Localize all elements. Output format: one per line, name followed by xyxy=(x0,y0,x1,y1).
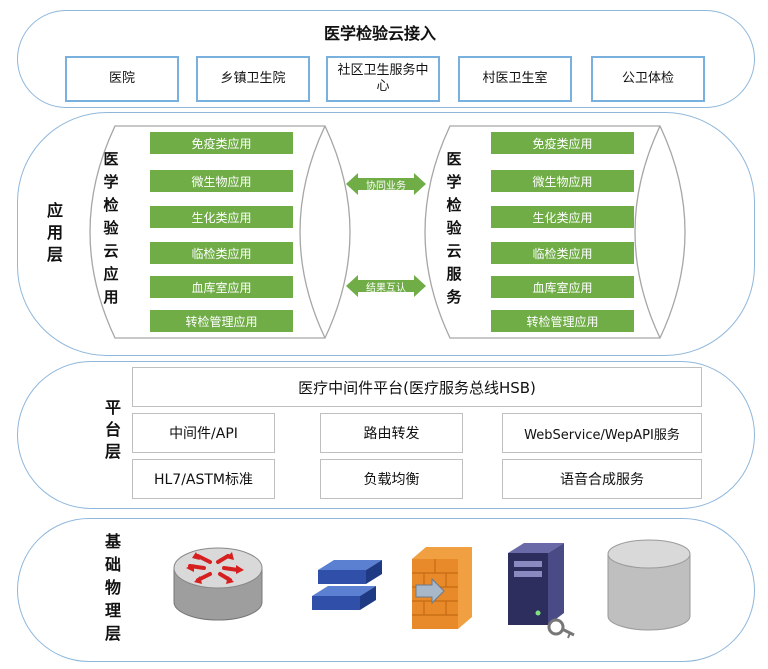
access-box-village: 村医卫生室 xyxy=(458,56,572,102)
access-box-public-health: 公卫体检 xyxy=(591,56,705,102)
server-icon xyxy=(508,543,575,639)
right-app-transfer: 转检管理应用 xyxy=(491,310,634,332)
right-app-immunity: 免疫类应用 xyxy=(491,132,634,154)
right-app-biochem: 生化类应用 xyxy=(491,206,634,228)
double-arrow-top-icon xyxy=(346,173,426,195)
right-app-bloodbank: 血库室应用 xyxy=(491,276,634,298)
left-app-microbiology: 微生物应用 xyxy=(150,170,293,192)
platform-header: 医疗中间件平台(医疗服务总线HSB) xyxy=(132,367,702,407)
left-cylinder-label: 医学检验云应用 xyxy=(103,150,119,306)
router-icon xyxy=(173,547,263,621)
left-app-immunity: 免疫类应用 xyxy=(150,132,293,154)
access-box-hospital: 医院 xyxy=(65,56,179,102)
left-app-biochem: 生化类应用 xyxy=(150,206,293,228)
platform-cell-middleware: 中间件/API xyxy=(132,413,275,453)
right-app-microbiology: 微生物应用 xyxy=(491,170,634,192)
platform-cell-loadbalance: 负载均衡 xyxy=(320,459,463,499)
left-cylinder-shape xyxy=(89,125,351,339)
platform-cell-tts: 语音合成服务 xyxy=(502,459,702,499)
infrastructure-layer-label: 基础物理层 xyxy=(104,532,121,643)
left-app-transfer: 转检管理应用 xyxy=(150,310,293,332)
switch-icon xyxy=(312,560,382,610)
double-arrow-bottom-icon xyxy=(346,275,426,297)
access-title: 医学检验云接入 xyxy=(323,24,436,43)
database-icon xyxy=(607,539,691,631)
left-app-bloodbank: 血库室应用 xyxy=(150,276,293,298)
right-cylinder-shape xyxy=(424,125,686,339)
firewall-icon xyxy=(412,547,472,629)
platform-cell-hl7: HL7/ASTM标准 xyxy=(132,459,275,499)
access-box-township: 乡镇卫生院 xyxy=(196,56,310,102)
platform-cell-routing: 路由转发 xyxy=(320,413,463,453)
right-cylinder-label: 医学检验云服务 xyxy=(446,150,462,306)
arrow-bottom-label: 结果互认 xyxy=(366,283,406,294)
right-app-clinical: 临检类应用 xyxy=(491,242,634,264)
platform-layer-label: 平台层 xyxy=(104,398,121,461)
platform-cell-webservice: WebService/WepAPI服务 xyxy=(502,413,702,453)
application-layer-label: 应用层 xyxy=(46,201,63,264)
access-box-community: 社区卫生服务中心 xyxy=(326,56,440,102)
arrow-top-label: 协同业务 xyxy=(366,181,406,192)
left-app-clinical: 临检类应用 xyxy=(150,242,293,264)
